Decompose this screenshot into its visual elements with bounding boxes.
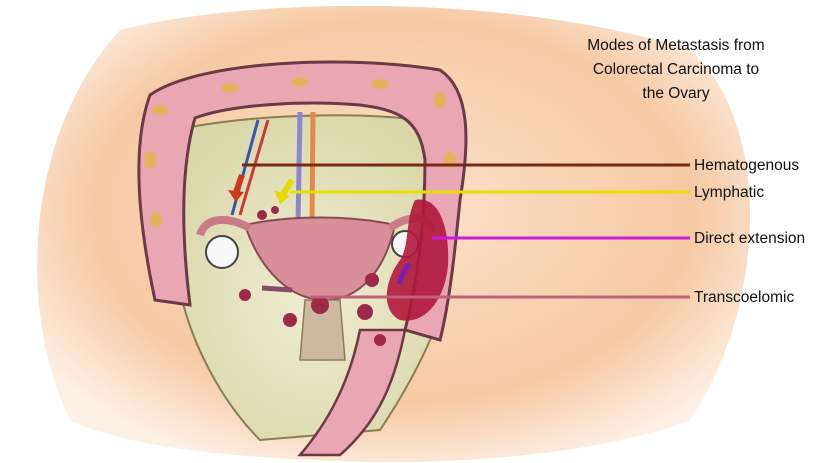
- title-line-1: Modes of Metastasis from: [587, 37, 764, 54]
- title-line-2: Colorectal Carcinoma to: [593, 61, 759, 78]
- label-transcoelomic: Transcoelomic: [694, 289, 794, 306]
- ovary-left: [206, 236, 238, 268]
- label-lymphatic: Lymphatic: [694, 184, 764, 201]
- title-line-3: the Ovary: [642, 85, 709, 102]
- label-direct-extension: Direct extension: [694, 230, 805, 247]
- label-hematogenous: Hematogenous: [694, 157, 799, 174]
